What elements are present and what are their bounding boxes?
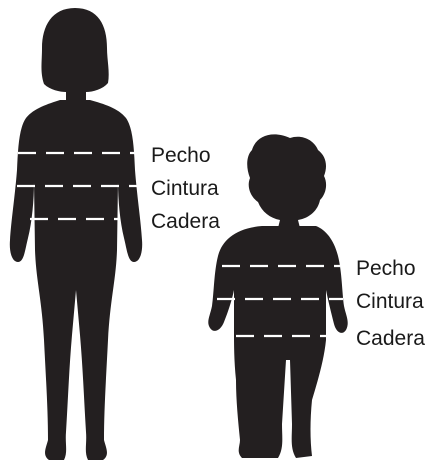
toddler-labels: Pecho Cintura Cadera	[356, 257, 425, 350]
toddler-hip-label: Cadera	[356, 327, 425, 350]
older-hip-label: Cadera	[151, 210, 220, 233]
toddler-chest-label: Pecho	[356, 257, 416, 280]
older-waist-label: Cintura	[151, 177, 219, 200]
older-child-labels: Pecho Cintura Cadera	[151, 144, 220, 233]
older-chest-label: Pecho	[151, 144, 211, 167]
older-child-silhouette	[10, 8, 142, 460]
toddler-waist-label: Cintura	[356, 290, 424, 313]
toddler-silhouette	[208, 134, 347, 458]
